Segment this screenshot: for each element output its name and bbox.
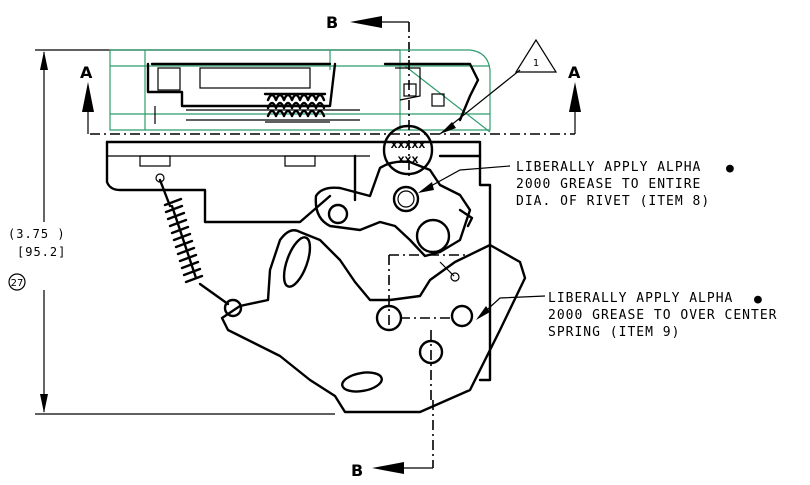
dimension-inch: (3.75 ) xyxy=(8,227,66,241)
lever-center-lines xyxy=(388,254,470,400)
grease-note-spring: LIBERALLY APPLY ALPHA 2000 GREASE TO OVE… xyxy=(548,291,778,340)
revision-flag xyxy=(439,38,558,135)
revision-flag-number: 1 xyxy=(533,58,539,69)
rivet xyxy=(382,60,434,213)
note-1-line-2: 2000 GREASE TO ENTIRE xyxy=(516,177,701,192)
base-plate xyxy=(105,140,492,382)
note-2-bullet: ● xyxy=(754,292,763,307)
lever-plate xyxy=(220,160,527,414)
note-1-line-3: DIA. OF RIVET (ITEM 8) xyxy=(516,194,710,209)
housing-coil-spring xyxy=(263,92,330,123)
grease-note-rivet: LIBERALLY APPLY ALPHA 2000 GREASE TO ENT… xyxy=(516,160,735,209)
note-1-line-1: LIBERALLY APPLY ALPHA xyxy=(516,160,701,175)
note-2-line-3: SPRING (ITEM 9) xyxy=(548,325,680,340)
section-label-b-bottom: B xyxy=(351,461,363,480)
section-label-a-left: A xyxy=(80,63,93,82)
section-line-a xyxy=(82,82,581,135)
section-label-b-top: B xyxy=(326,13,338,32)
dimension-mm: [95.2] xyxy=(17,245,66,259)
balloon-number: 27 xyxy=(11,278,24,289)
balloon-circle xyxy=(8,273,26,291)
note-2-line-2: 2000 GREASE TO OVER CENTER xyxy=(548,308,778,323)
section-label-a-right: A xyxy=(568,63,581,82)
rivet-label-2: XXX xyxy=(398,156,419,166)
rivet-label-1: XXXXX xyxy=(391,141,426,151)
note-2-line-1: LIBERALLY APPLY ALPHA xyxy=(548,291,733,306)
extension-spring xyxy=(155,173,230,306)
section-line-b xyxy=(350,16,434,474)
note-leaders xyxy=(418,165,546,320)
note-1-bullet: ● xyxy=(726,161,735,176)
